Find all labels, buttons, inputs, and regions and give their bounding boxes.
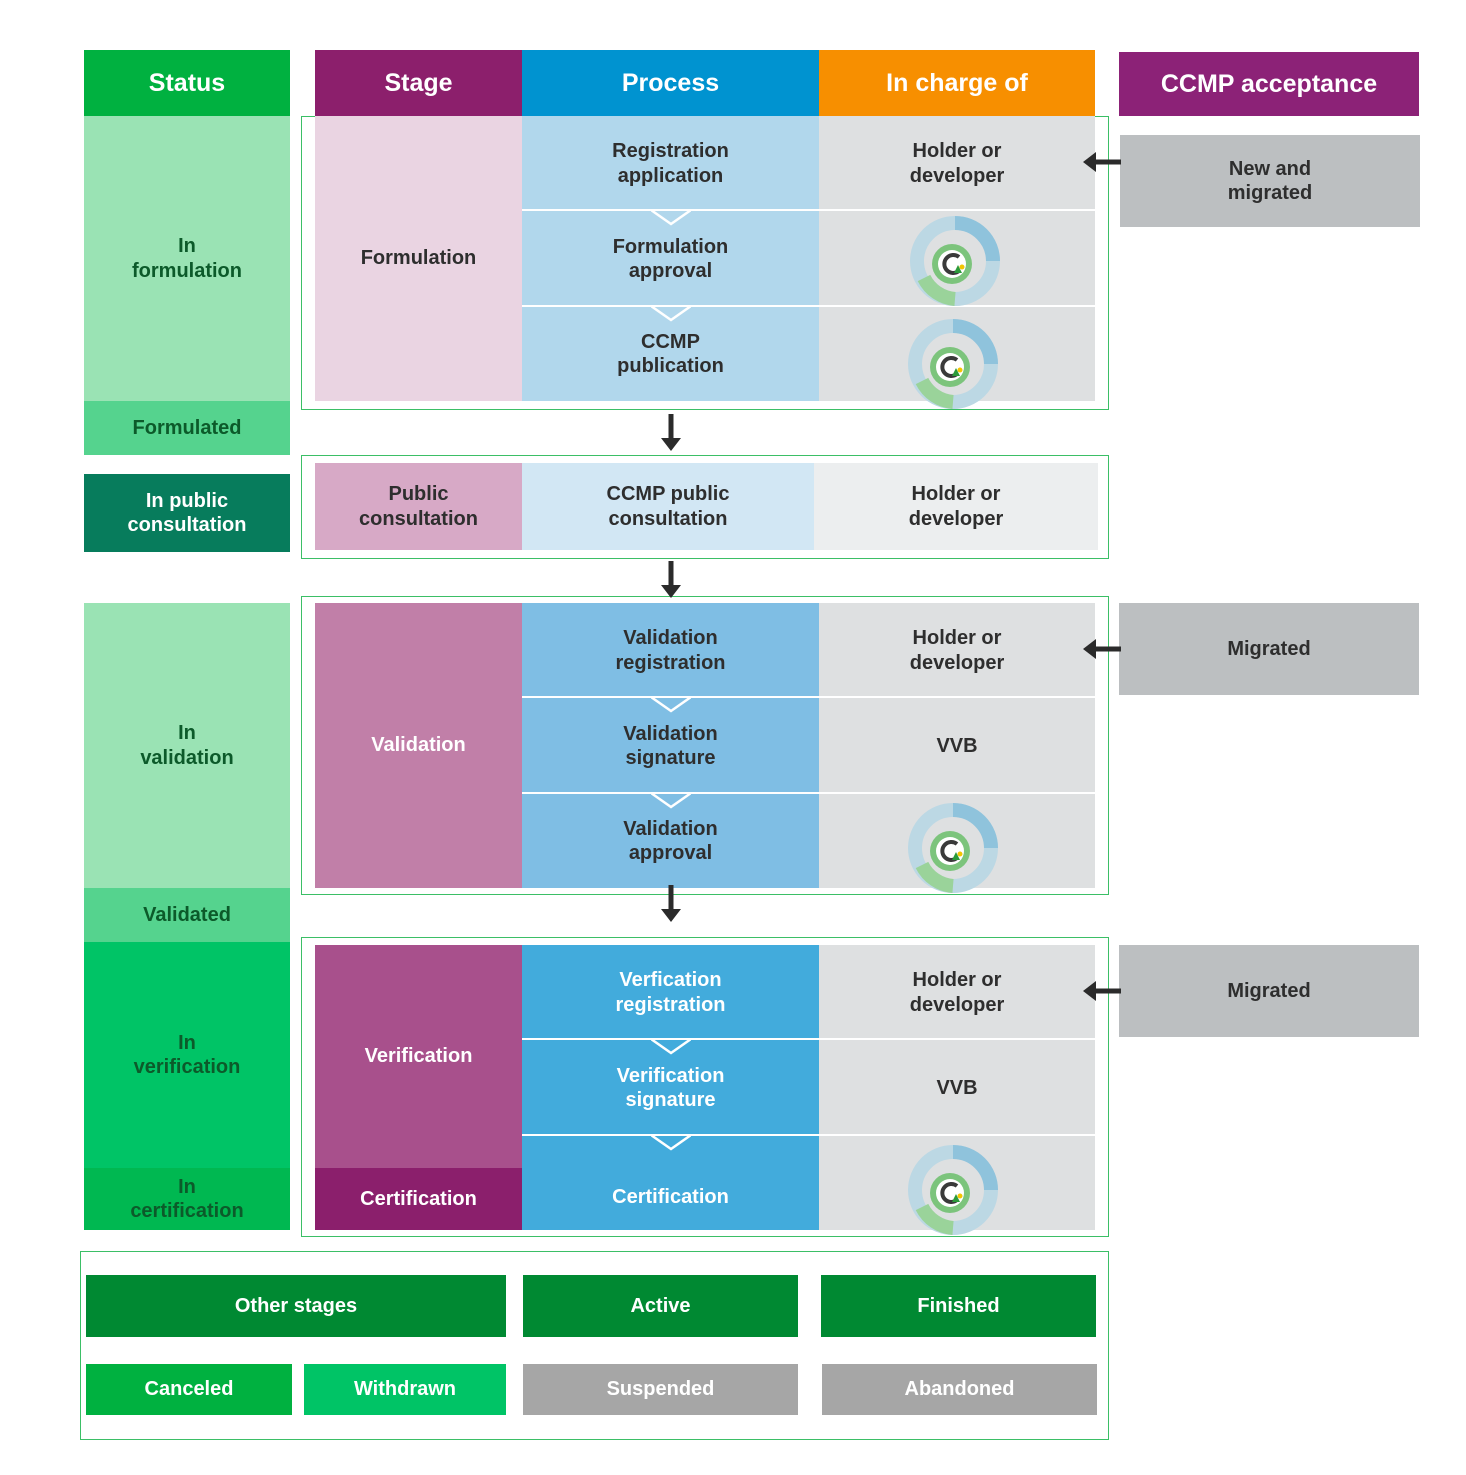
status-in-verification: In verification <box>84 942 290 1168</box>
status-in-formulation: In formulation <box>84 116 290 401</box>
in-charge-separator <box>819 209 1095 211</box>
status-in-public-consultation: In public consultation <box>84 474 290 552</box>
in-charge-holder-developer: Holder or developer <box>819 116 1095 211</box>
status-in-certification: In certification <box>84 1168 290 1230</box>
status-in-validation: In validation <box>84 603 290 888</box>
chevron-down-icon <box>651 697 691 713</box>
in-charge-separator <box>819 1134 1095 1136</box>
process-separator <box>522 696 819 698</box>
stage-verification: Verification <box>315 945 522 1168</box>
chevron-down-icon <box>651 1039 691 1055</box>
in-charge-holder-developer: Holder or developer <box>819 945 1095 1040</box>
in-charge-vvb: VVB <box>819 698 1095 794</box>
legend-finished: Finished <box>821 1275 1096 1337</box>
legend-other-stages: Other stages <box>86 1275 506 1337</box>
legend-box <box>80 1251 1109 1440</box>
status-validated: Validated <box>84 888 290 942</box>
legend-canceled: Canceled <box>86 1364 292 1415</box>
process-separator <box>522 305 819 307</box>
colcx-logo-icon <box>908 803 998 893</box>
arrow-left-icon <box>1083 639 1121 659</box>
stage-certification: Certification <box>315 1168 522 1230</box>
chevron-down-icon <box>651 306 691 322</box>
process-validation-registration: Validation registration <box>522 603 819 698</box>
colcx-logo-icon <box>910 216 1000 306</box>
in-charge-holder-developer: Holder or developer <box>814 463 1098 550</box>
process-validation-signature: Validation signature <box>522 698 819 794</box>
colcx-logo-icon <box>908 1145 998 1235</box>
acceptance-migrated: Migrated <box>1119 603 1419 695</box>
acceptance-migrated: Migrated <box>1119 945 1419 1037</box>
process-separator <box>522 1134 819 1136</box>
legend-active: Active <box>523 1275 798 1337</box>
public-consultation-group <box>301 455 1109 559</box>
process-ccmp-publication: CCMP publication <box>522 307 819 401</box>
stage-header: Stage <box>315 50 522 116</box>
process-formulation-approval: Formulation approval <box>522 211 819 307</box>
verification-group <box>301 937 1109 1237</box>
process-separator <box>522 209 819 211</box>
process-ccmp-public-consultation: CCMP public consultation <box>522 463 814 550</box>
stage-public-consultation: Public consultation <box>315 463 522 550</box>
legend-withdrawn: Withdrawn <box>304 1364 506 1415</box>
acceptance-new-and-migrated: New and migrated <box>1120 135 1420 227</box>
acceptance-header: CCMP acceptance <box>1119 52 1419 116</box>
chevron-down-icon <box>651 793 691 809</box>
in-charge-separator <box>819 696 1095 698</box>
legend-abandoned: Abandoned <box>822 1364 1097 1415</box>
arrow-down-icon <box>661 561 681 598</box>
validation-group <box>301 596 1109 895</box>
process-verification-signature: Verification signature <box>522 1040 819 1136</box>
status-header: Status <box>84 50 290 116</box>
colcx-logo-icon <box>908 319 998 409</box>
process-separator <box>522 792 819 794</box>
process-separator <box>522 1038 819 1040</box>
process-verification-registration: Verfication registration <box>522 945 819 1040</box>
process-certification: Certification <box>522 1136 819 1230</box>
in-charge-holder-developer: Holder or developer <box>819 603 1095 698</box>
arrow-left-icon <box>1083 152 1121 172</box>
arrow-down-icon <box>661 885 681 922</box>
in-charge-separator <box>819 792 1095 794</box>
process-validation-approval: Validation approval <box>522 794 819 888</box>
in-charge-header: In charge of <box>819 50 1095 116</box>
chevron-down-icon <box>651 210 691 226</box>
status-formulated: Formulated <box>84 401 290 455</box>
chevron-down-icon <box>651 1135 691 1151</box>
process-header: Process <box>522 50 819 116</box>
legend-suspended: Suspended <box>523 1364 798 1415</box>
process-registration-application: Registration application <box>522 116 819 211</box>
stage-validation: Validation <box>315 603 522 888</box>
arrow-left-icon <box>1083 981 1121 1001</box>
arrow-down-icon <box>661 414 681 451</box>
in-charge-vvb: VVB <box>819 1040 1095 1136</box>
in-charge-separator <box>819 305 1095 307</box>
stage-formulation: Formulation <box>315 116 522 401</box>
in-charge-separator <box>819 1038 1095 1040</box>
